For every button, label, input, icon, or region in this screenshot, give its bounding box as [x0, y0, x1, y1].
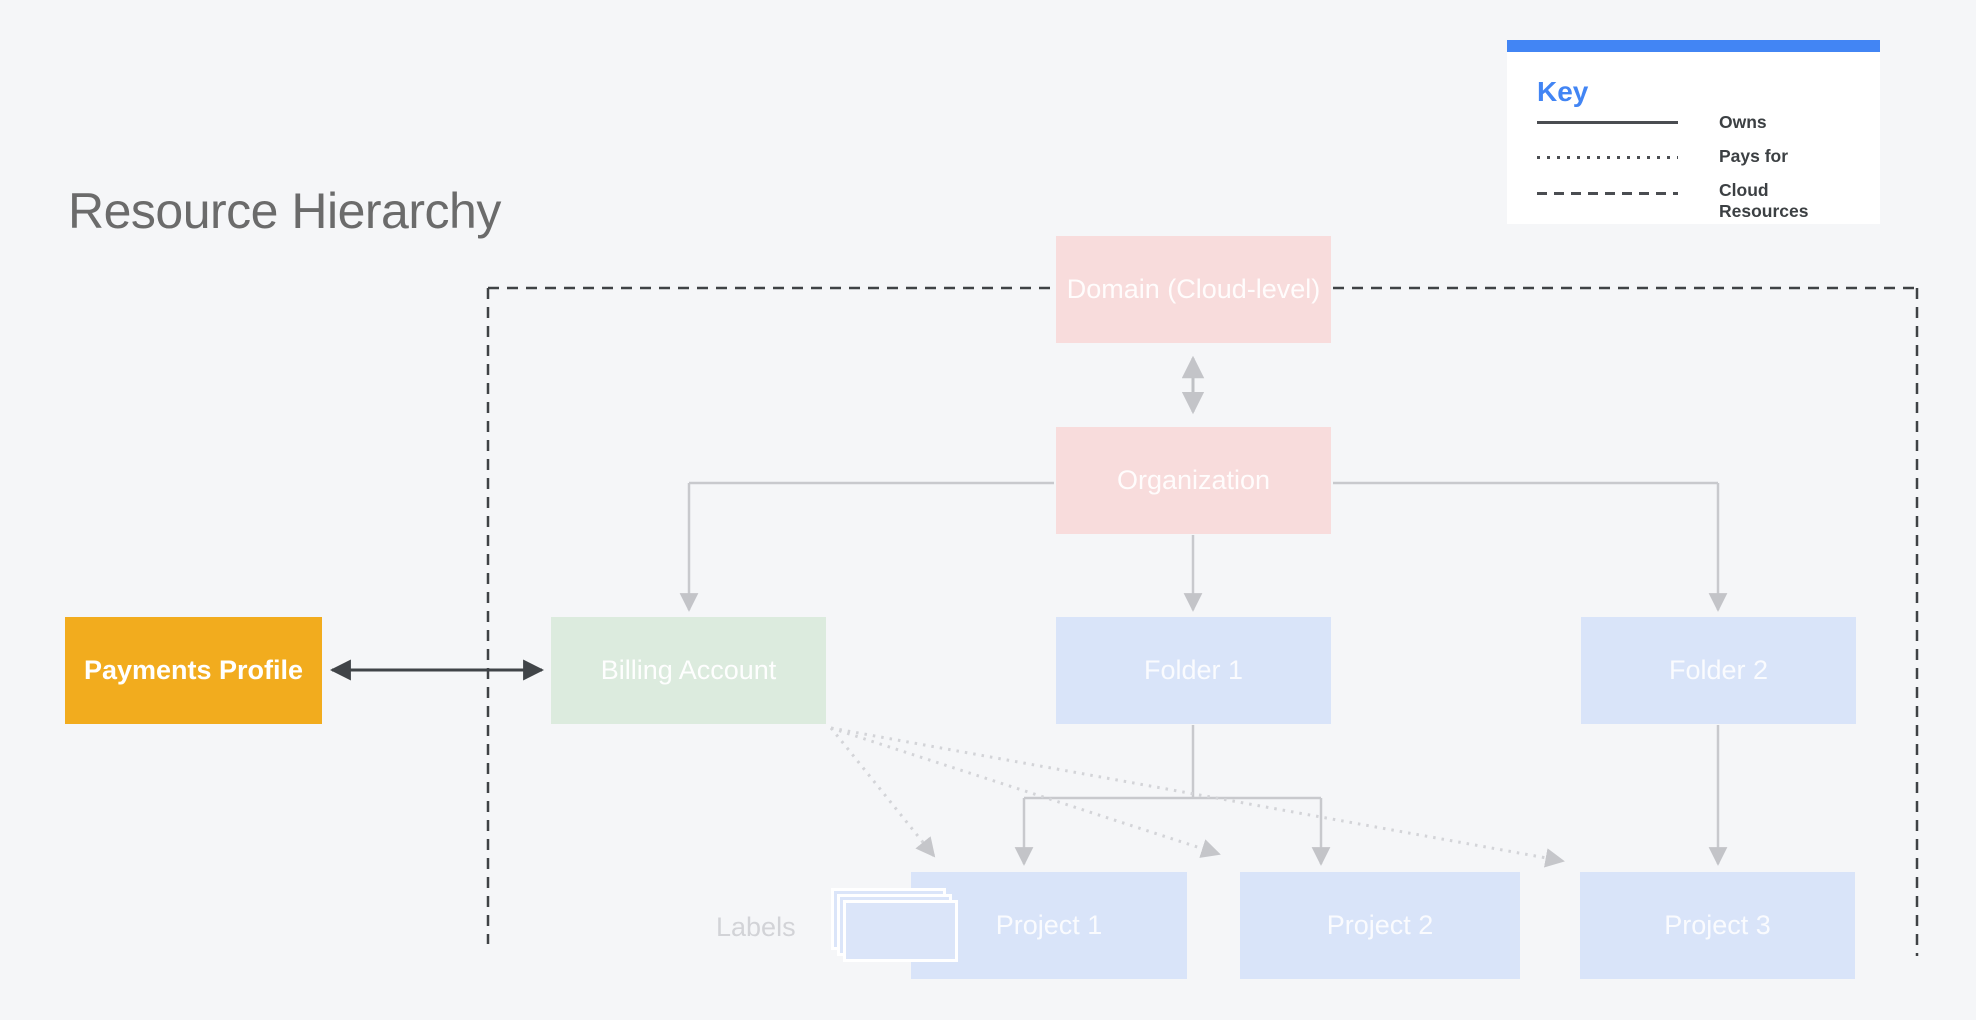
node-billing-account-label: Billing Account — [600, 655, 777, 685]
legend-title: Key — [1537, 76, 1589, 107]
node-domain: Domain (Cloud-level) — [1056, 236, 1331, 343]
node-organization-label: Organization — [1116, 465, 1271, 495]
dashed-line-sample-icon — [1537, 192, 1678, 195]
node-folder-1-label: Folder 1 — [1143, 655, 1244, 685]
legend-accent-bar — [1507, 40, 1880, 52]
node-project-3-label: Project 3 — [1664, 910, 1771, 940]
node-billing-account: Billing Account — [551, 617, 826, 724]
solid-line-sample-icon — [1537, 121, 1678, 124]
labels-caption: Labels — [716, 912, 796, 942]
legend-label-owns: Owns — [1719, 112, 1767, 132]
dotted-line-sample-icon — [1537, 156, 1678, 159]
node-organization: Organization — [1056, 427, 1331, 534]
pays-for-connectors — [829, 726, 1565, 868]
page-title: Resource Hierarchy — [68, 183, 501, 239]
node-folder-2: Folder 2 — [1581, 617, 1856, 724]
node-project-1-label: Project 1 — [995, 910, 1103, 940]
card-front — [843, 900, 958, 962]
legend-label-cloud-resources: Cloud Resources — [1719, 180, 1809, 221]
node-domain-label: Domain (Cloud-level) — [1066, 274, 1321, 304]
node-project-3: Project 3 — [1580, 872, 1855, 979]
node-payments-profile: Payments Profile — [65, 617, 322, 724]
legend-key-box: Key Owns Pays for Cloud Resources — [1507, 40, 1880, 224]
node-folder-2-label: Folder 2 — [1668, 655, 1769, 685]
node-payments-profile-label: Payments Profile — [83, 655, 304, 685]
node-folder-1: Folder 1 — [1056, 617, 1331, 724]
node-project-2: Project 2 — [1240, 872, 1520, 979]
legend-label-pays-for: Pays for — [1719, 146, 1789, 166]
node-project-2-label: Project 2 — [1326, 910, 1434, 940]
